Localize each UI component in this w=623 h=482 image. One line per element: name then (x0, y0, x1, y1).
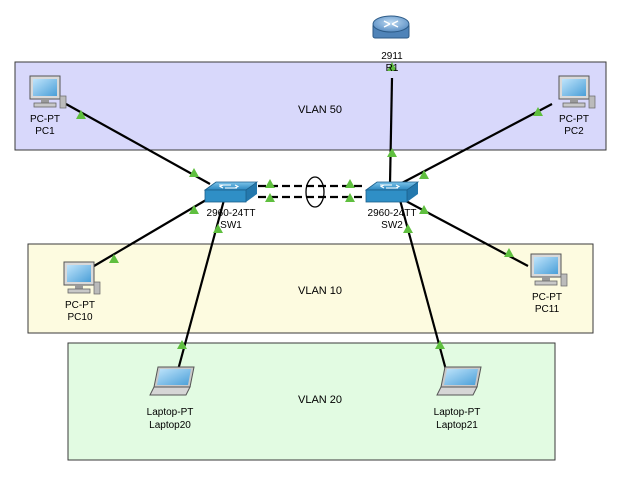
laptop-name-label: Laptop21 (436, 420, 478, 431)
switch-model-label: 2960-24TT (207, 208, 256, 219)
pc-model-label: PC-PT (532, 292, 562, 303)
pc-icon (558, 75, 596, 109)
etherchannel-ring (305, 176, 325, 208)
link-up-indicator (109, 254, 119, 263)
link-up-indicator (403, 224, 413, 233)
laptop-name-label: Laptop20 (149, 420, 191, 431)
link-up-indicator (265, 193, 275, 202)
switch-icon (364, 181, 420, 203)
switch-sw2[interactable]: 2960-24TT SW2 (364, 181, 420, 231)
link-up-indicator (189, 168, 199, 177)
link-sw1-pc10[interactable] (93, 199, 207, 267)
link-up-indicator (504, 248, 514, 257)
link-up-indicator (419, 170, 429, 179)
router-name-label: R1 (386, 63, 399, 74)
link-up-indicator (387, 148, 397, 157)
pc-model-label: PC-PT (30, 114, 60, 125)
vlan-20-label: VLAN 20 (298, 394, 342, 406)
vlan-10-area (27, 243, 594, 334)
links (65, 77, 553, 371)
pc-name-label: PC2 (564, 126, 584, 137)
link-pc2-sw2[interactable] (399, 103, 553, 185)
pc-pc10[interactable]: PC-PT PC10 (63, 261, 101, 323)
link-up-indicator (419, 205, 429, 214)
vlan-50-label: VLAN 50 (298, 104, 342, 116)
laptop-laptop21[interactable]: Laptop-PT Laptop21 (434, 366, 482, 431)
vlan-20-zone: VLAN 20 (67, 342, 556, 461)
switch-name-label: SW2 (381, 220, 403, 231)
laptop-model-label: Laptop-PT (147, 407, 194, 418)
link-up-indicator (533, 107, 543, 116)
link-status-indicators (76, 62, 543, 349)
pc-icon (530, 253, 568, 287)
link-pc1-sw1[interactable] (65, 103, 211, 185)
link-up-indicator (345, 193, 355, 202)
switch-sw1[interactable]: 2960-24TT SW1 (203, 181, 259, 231)
pc-pc11[interactable]: PC-PT PC11 (530, 253, 568, 315)
pc-icon (63, 261, 101, 295)
link-up-indicator (76, 110, 86, 119)
switch-name-label: SW1 (220, 220, 242, 231)
link-up-indicator (213, 224, 223, 233)
vlan-10-label: VLAN 10 (298, 285, 342, 297)
link-up-indicator (189, 205, 199, 214)
vlan-20-area (67, 342, 556, 461)
laptop-icon (436, 366, 482, 396)
laptop-icon (149, 366, 195, 396)
switch-icon (203, 181, 259, 203)
vlan-50-zone: VLAN 50 (14, 61, 607, 151)
router-r1[interactable]: 2911 R1 (372, 15, 410, 74)
pc-model-label: PC-PT (65, 300, 95, 311)
laptop-laptop20[interactable]: Laptop-PT Laptop20 (147, 366, 195, 431)
link-up-indicator (177, 340, 187, 349)
pc-icon (29, 75, 67, 109)
link-r1-sw2[interactable] (388, 77, 394, 185)
pc-pc2[interactable]: PC-PT PC2 (558, 75, 596, 137)
link-up-indicator (387, 62, 397, 71)
pc-name-label: PC1 (35, 126, 55, 137)
pc-name-label: PC11 (535, 304, 560, 315)
switch-model-label: 2960-24TT (368, 208, 417, 219)
vlan-10-zone: VLAN 10 (27, 243, 594, 334)
router-icon (372, 15, 410, 39)
link-up-indicator (265, 179, 275, 188)
pc-name-label: PC10 (67, 312, 92, 323)
link-up-indicator (345, 179, 355, 188)
vlan-50-area (14, 61, 607, 151)
laptop-model-label: Laptop-PT (434, 407, 481, 418)
pc-model-label: PC-PT (559, 114, 589, 125)
pc-pc1[interactable]: PC-PT PC1 (29, 75, 67, 137)
link-up-indicator (435, 340, 445, 349)
router-model-label: 2911 (381, 51, 403, 62)
